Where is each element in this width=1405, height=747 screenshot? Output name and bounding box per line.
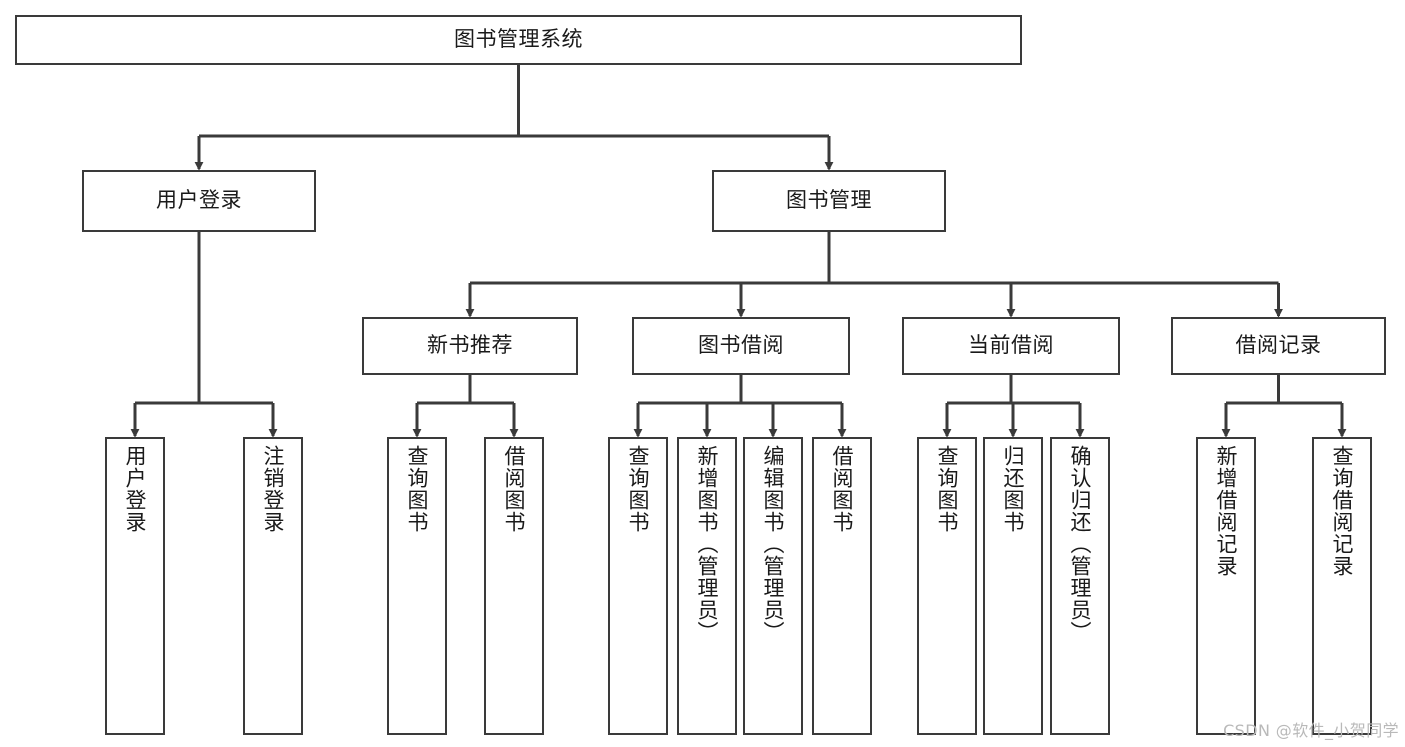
connector-bus-records (1226, 375, 1342, 405)
node-l-q2[interactable]: 查询图书 (608, 437, 668, 735)
node-label: 归还图书 (1001, 445, 1026, 533)
node-label: 确认归还（管理员） (1068, 445, 1093, 643)
connector-bus-borrow (638, 375, 842, 405)
node-label: 注销登录 (261, 445, 286, 533)
node-label: 借阅记录 (1235, 333, 1322, 358)
node-label: 查询图书 (405, 445, 430, 533)
node-label: 当前借阅 (968, 333, 1054, 358)
node-l-confirm[interactable]: 确认归还（管理员） (1050, 437, 1110, 735)
node-login[interactable]: 用户登录 (82, 170, 316, 232)
node-label: 查询图书 (935, 445, 960, 533)
connector-bus-newbook (417, 375, 514, 405)
node-label: 编辑图书（管理员） (761, 445, 786, 643)
node-label: 新书推荐 (427, 333, 513, 358)
node-l-q1[interactable]: 查询图书 (387, 437, 447, 735)
node-l-logout[interactable]: 注销登录 (243, 437, 303, 735)
node-l-b2[interactable]: 借阅图书 (812, 437, 872, 735)
connector-bus-login (135, 232, 273, 405)
node-current[interactable]: 当前借阅 (902, 317, 1120, 375)
node-label: 图书借阅 (698, 333, 784, 358)
node-label: 查询图书 (626, 445, 651, 533)
node-label: 图书管理 (786, 188, 872, 213)
node-root[interactable]: 图书管理系统 (15, 15, 1022, 65)
node-newbook[interactable]: 新书推荐 (362, 317, 578, 375)
node-label: 新增借阅记录 (1214, 445, 1239, 577)
node-l-b1[interactable]: 借阅图书 (484, 437, 544, 735)
csdn-watermark: CSDN @软件_小贺同学 (1223, 721, 1399, 740)
node-bookmgmt[interactable]: 图书管理 (712, 170, 946, 232)
node-borrow[interactable]: 图书借阅 (632, 317, 850, 375)
node-l-edit[interactable]: 编辑图书（管理员） (743, 437, 803, 735)
connector-bus-root (199, 65, 829, 138)
node-l-addrec[interactable]: 新增借阅记录 (1196, 437, 1256, 735)
node-label: 用户登录 (156, 188, 242, 213)
node-label: 用户登录 (123, 445, 148, 533)
node-label: 查询借阅记录 (1330, 445, 1355, 577)
node-label: 新增图书（管理员） (695, 445, 720, 643)
node-l-q3[interactable]: 查询图书 (917, 437, 977, 735)
node-records[interactable]: 借阅记录 (1171, 317, 1386, 375)
node-label: 借阅图书 (502, 445, 527, 533)
node-l-return[interactable]: 归还图书 (983, 437, 1043, 735)
node-l-add[interactable]: 新增图书（管理员） (677, 437, 737, 735)
node-l-qrec[interactable]: 查询借阅记录 (1312, 437, 1372, 735)
connector-bus-bookmgmt (470, 232, 1279, 285)
connector-bus-current (947, 375, 1080, 405)
node-l-login[interactable]: 用户登录 (105, 437, 165, 735)
node-label: 借阅图书 (830, 445, 855, 533)
node-label: 图书管理系统 (454, 27, 583, 52)
